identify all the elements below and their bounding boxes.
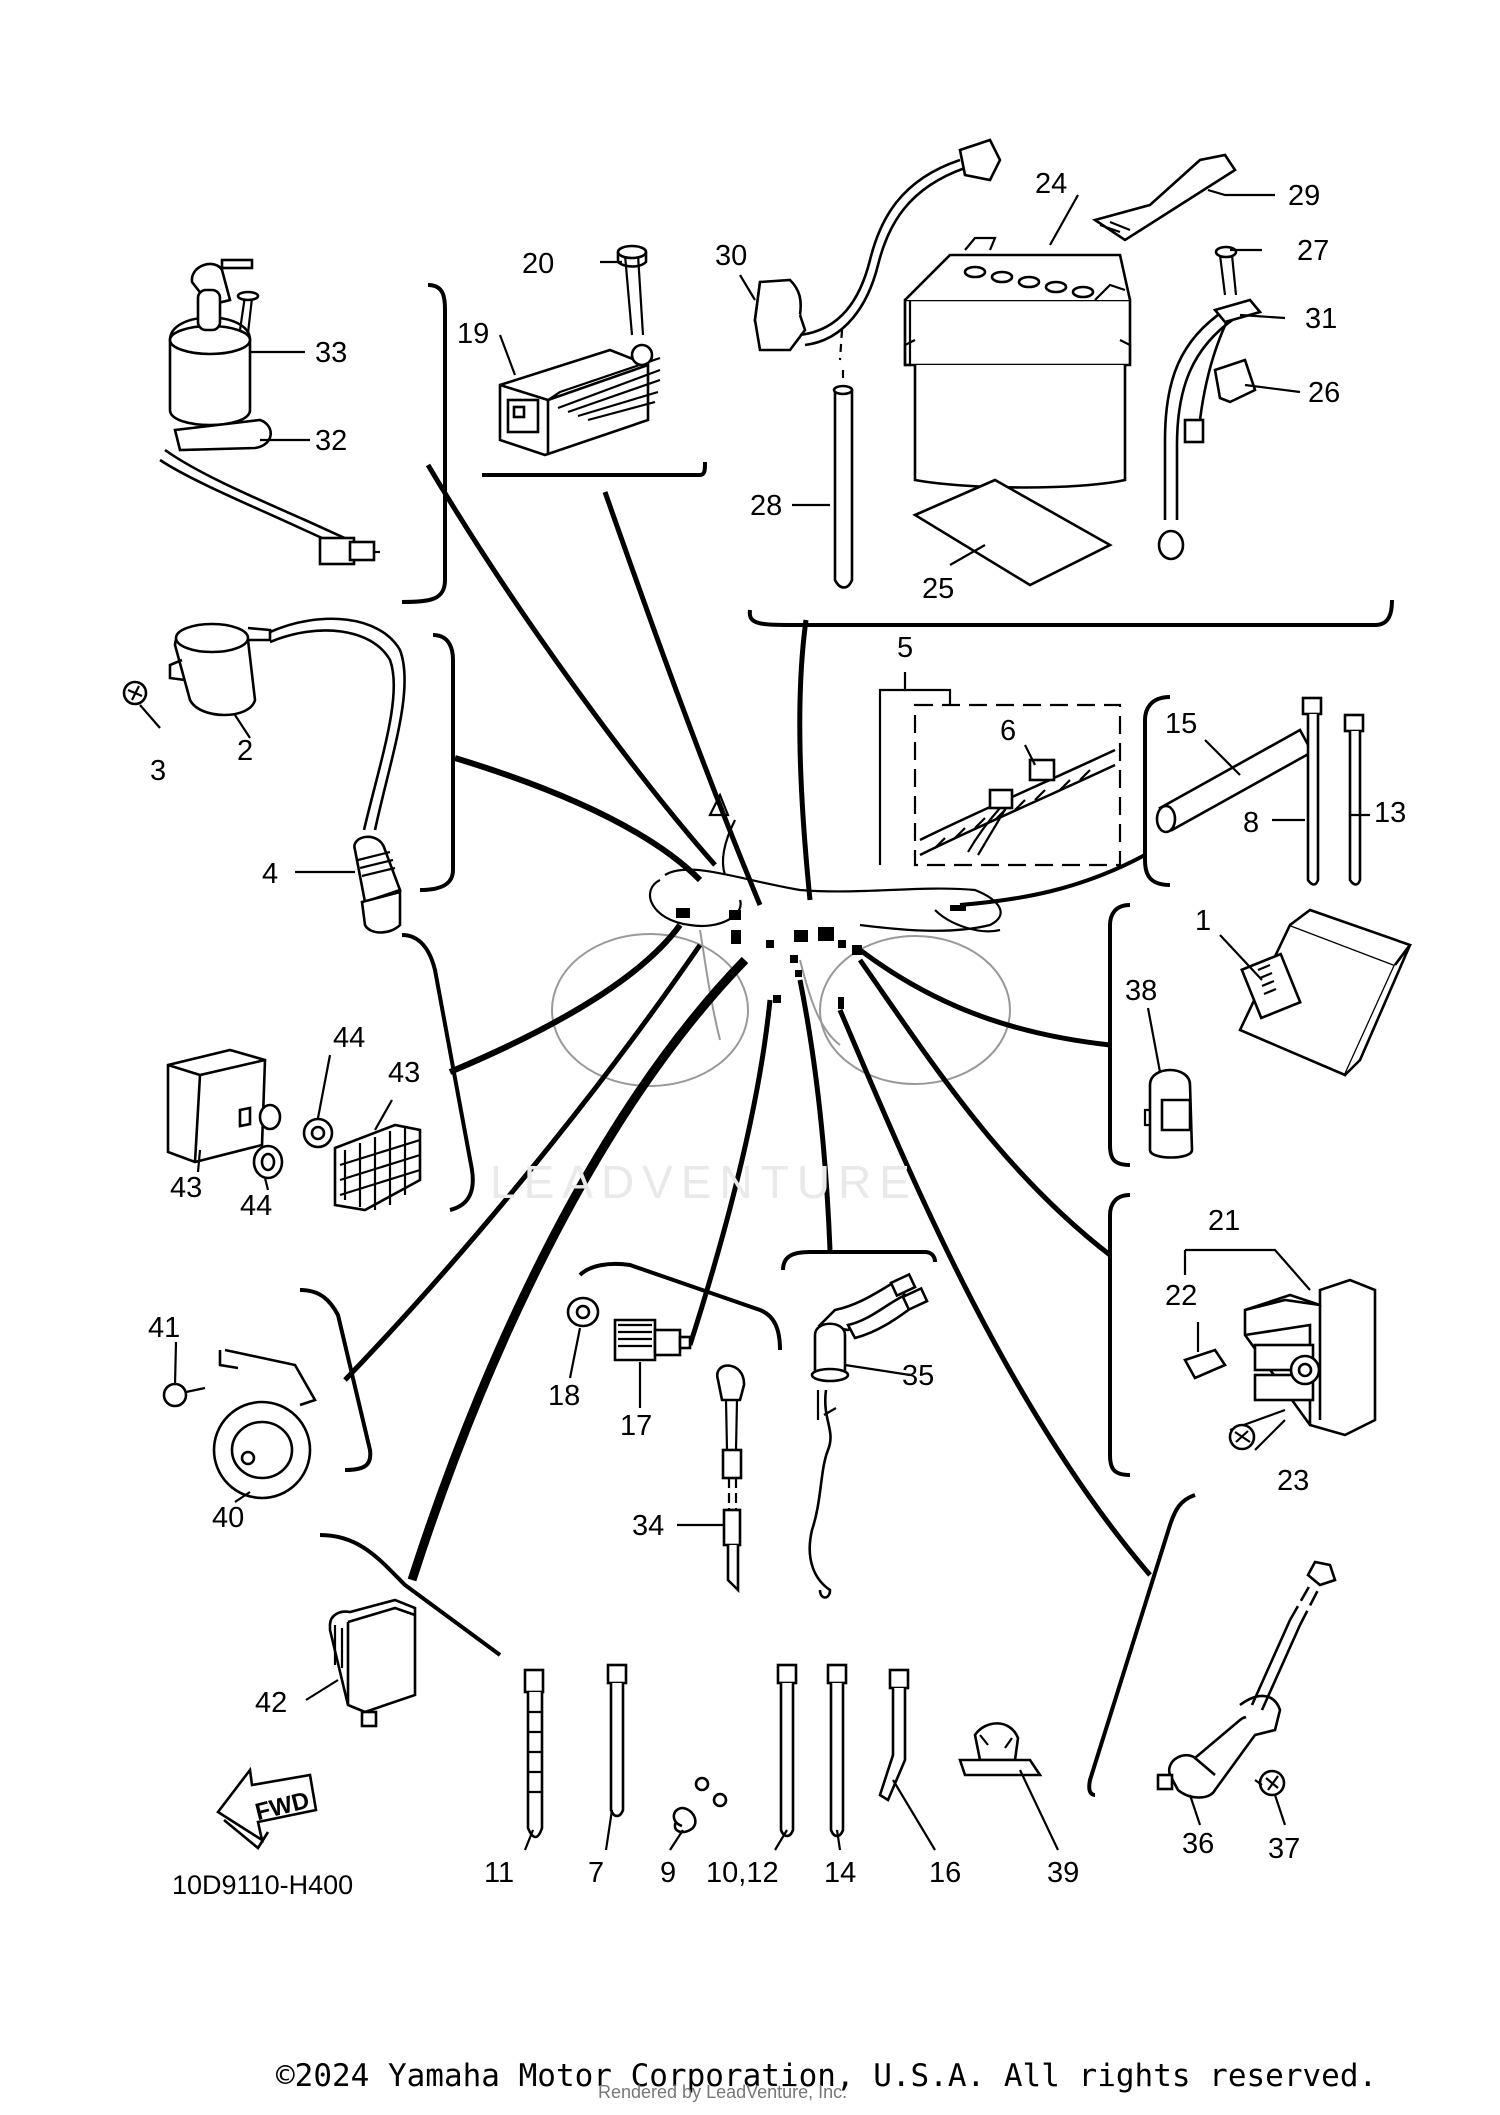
callout-32: 32 bbox=[315, 425, 347, 457]
callout-44-left: 44 bbox=[240, 1190, 272, 1222]
callout-22: 22 bbox=[1165, 1280, 1197, 1312]
callout-29: 29 bbox=[1288, 180, 1320, 212]
callout-23: 23 bbox=[1277, 1465, 1309, 1497]
callout-25: 25 bbox=[922, 573, 954, 605]
callout-19: 19 bbox=[457, 318, 489, 350]
callout-36: 36 bbox=[1182, 1828, 1214, 1860]
callout-34: 34 bbox=[632, 1510, 664, 1542]
rendered-by-credit: Rendered by LeadVenture, Inc. bbox=[598, 2082, 848, 2102]
callout-44-right: 44 bbox=[333, 1022, 365, 1054]
vehicle-outline bbox=[551, 792, 1011, 1087]
callout-13: 13 bbox=[1374, 797, 1406, 829]
callout-1: 1 bbox=[1195, 905, 1211, 937]
callout-42: 42 bbox=[255, 1687, 287, 1719]
callout-labels: 1 2 3 4 5 6 7 8 9 10,12 11 13 14 15 16 1… bbox=[148, 168, 1406, 1889]
callout-leaders bbox=[139, 188, 1370, 1851]
callout-35: 35 bbox=[902, 1360, 934, 1392]
reflector-parts bbox=[166, 1048, 422, 1212]
callout-30: 30 bbox=[715, 240, 747, 272]
callout-24: 24 bbox=[1035, 168, 1067, 200]
sensor-parts bbox=[566, 1296, 746, 1594]
level-unit-part bbox=[1156, 1560, 1337, 1799]
callout-43-right: 43 bbox=[388, 1057, 420, 1089]
callout-14: 14 bbox=[824, 1857, 856, 1889]
callout-4: 4 bbox=[262, 858, 278, 890]
battery-accessories bbox=[832, 329, 1113, 589]
pipe-and-ties bbox=[1155, 696, 1365, 886]
callout-28: 28 bbox=[750, 490, 782, 522]
watermark: LEADVENTURE bbox=[490, 1156, 918, 1208]
leader-lines bbox=[343, 463, 1152, 1582]
horn-part bbox=[162, 1348, 317, 1500]
callout-38: 38 bbox=[1125, 975, 1157, 1007]
harness-connectors bbox=[676, 905, 966, 1009]
battery-part bbox=[903, 236, 1132, 489]
starter-relay-part bbox=[1183, 1278, 1377, 1451]
battery-lead-part bbox=[753, 138, 1002, 352]
callout-6: 6 bbox=[1000, 715, 1016, 747]
callout-8: 8 bbox=[1243, 807, 1259, 839]
ignition-coil-part bbox=[122, 617, 406, 934]
callout-11: 11 bbox=[484, 1857, 514, 1889]
main-switch-part bbox=[159, 258, 380, 566]
switch-part bbox=[808, 1272, 929, 1599]
callout-2: 2 bbox=[237, 735, 253, 767]
callout-31: 31 bbox=[1305, 303, 1337, 335]
harness-detail bbox=[913, 703, 1122, 867]
callout-9: 9 bbox=[660, 1857, 676, 1889]
cable-ties bbox=[523, 1663, 1043, 1839]
cdi-unit-part bbox=[1143, 908, 1413, 1159]
fwd-arrow: FWD bbox=[216, 1766, 318, 1850]
callout-17: 17 bbox=[620, 1410, 652, 1442]
flasher-relay-part bbox=[328, 1598, 417, 1728]
callout-40: 40 bbox=[212, 1502, 244, 1534]
callout-15: 15 bbox=[1165, 708, 1197, 740]
callout-21: 21 bbox=[1208, 1205, 1240, 1237]
callout-10-12: 10,12 bbox=[706, 1857, 779, 1889]
group-brackets bbox=[299, 283, 1394, 1797]
callout-39: 39 bbox=[1047, 1857, 1079, 1889]
diagram-code: 10D9110-H400 bbox=[172, 1870, 354, 1900]
callout-5: 5 bbox=[897, 632, 913, 664]
callout-3: 3 bbox=[150, 755, 166, 787]
copyright-notice: ©2024 Yamaha Motor Corporation, U.S.A. A… bbox=[276, 2058, 1378, 2094]
callout-18: 18 bbox=[548, 1380, 580, 1412]
callout-7: 7 bbox=[588, 1857, 604, 1889]
battery-band-part bbox=[1091, 153, 1237, 242]
callout-37: 37 bbox=[1268, 1833, 1300, 1865]
negative-lead-part bbox=[1157, 245, 1263, 561]
callout-20: 20 bbox=[522, 248, 554, 280]
callout-43-left: 43 bbox=[170, 1172, 202, 1204]
callout-16: 16 bbox=[929, 1857, 961, 1889]
callout-27: 27 bbox=[1297, 235, 1329, 267]
callout-26: 26 bbox=[1308, 377, 1340, 409]
callout-41: 41 bbox=[148, 1312, 180, 1344]
callout-33: 33 bbox=[315, 337, 347, 369]
